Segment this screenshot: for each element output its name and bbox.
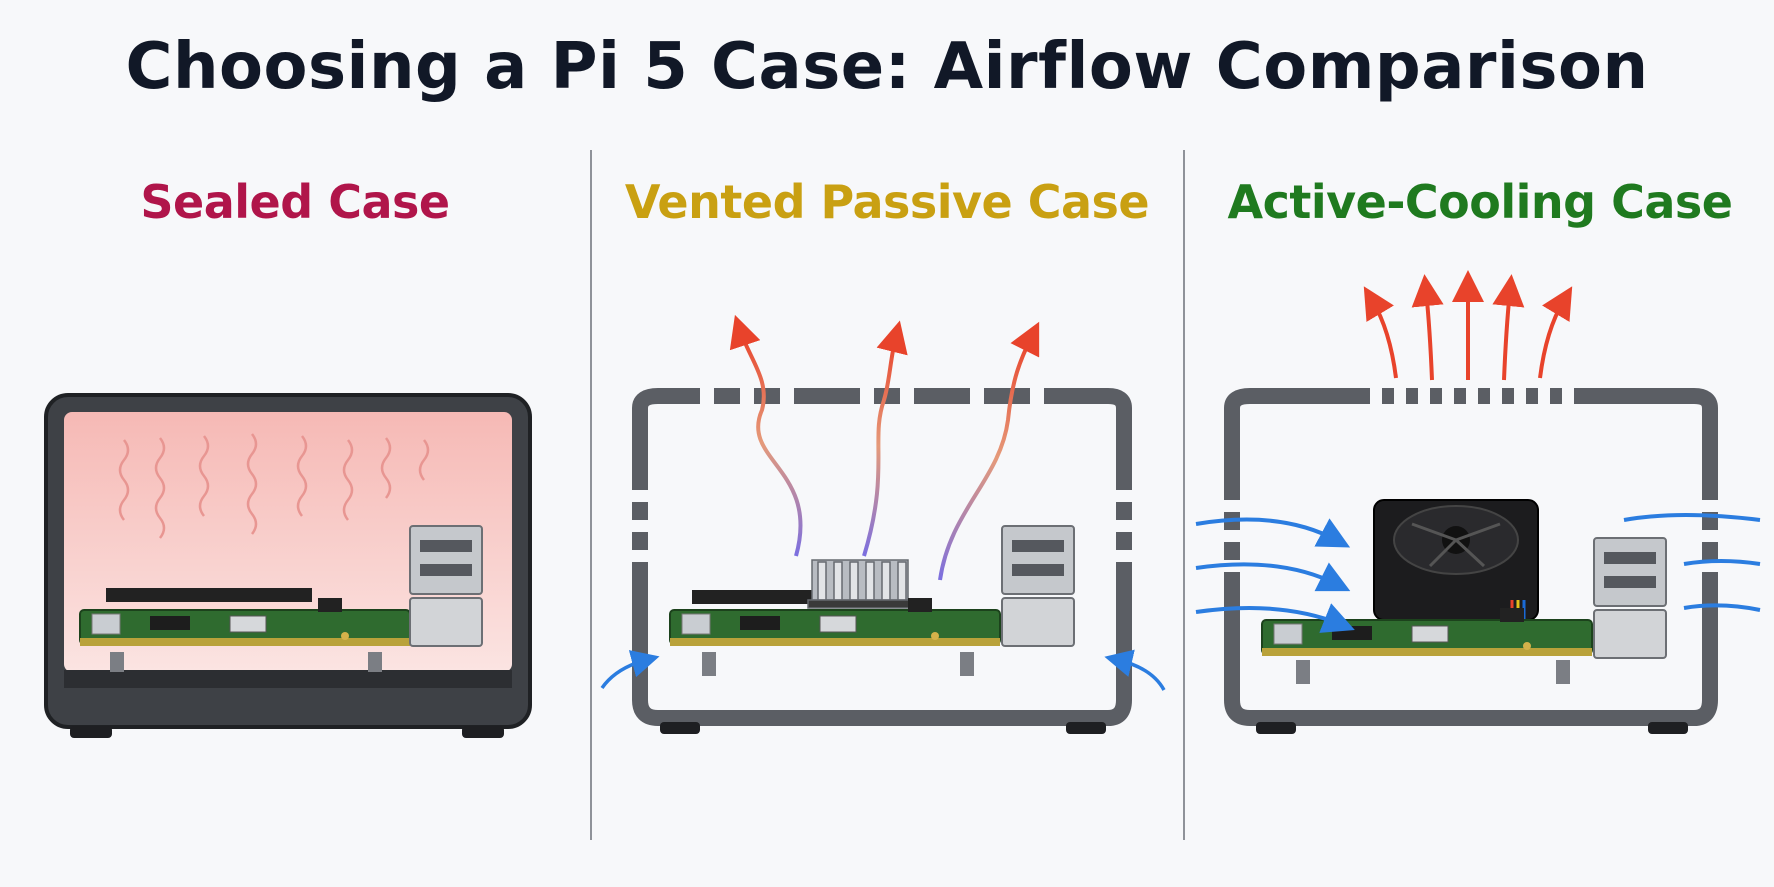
top-vent-slots xyxy=(1220,386,1722,572)
vented-case-illustration xyxy=(600,314,1166,734)
page-title: Choosing a Pi 5 Case: Airflow Comparison xyxy=(125,30,1649,104)
sealed-case-illustration xyxy=(44,393,532,738)
cool-air-intake xyxy=(600,649,1166,691)
vented-passive-case-title: Vented Passive Case xyxy=(624,175,1150,229)
active-cooling-case-illustration xyxy=(1195,270,1761,734)
gpio-header-sealed xyxy=(106,588,312,602)
rising-hot-air xyxy=(729,314,1040,581)
heatsink xyxy=(807,559,913,609)
divider-right xyxy=(1183,150,1185,840)
exhaust-hot-air xyxy=(1363,270,1573,381)
fan xyxy=(1373,499,1539,646)
divider-left xyxy=(590,150,592,840)
heat-wave-lines xyxy=(118,433,430,539)
active-cooling-case-title: Active-Cooling Case xyxy=(1227,175,1733,229)
intake-cool-air xyxy=(1195,513,1761,633)
sealed-case-title: Sealed Case xyxy=(140,175,450,229)
